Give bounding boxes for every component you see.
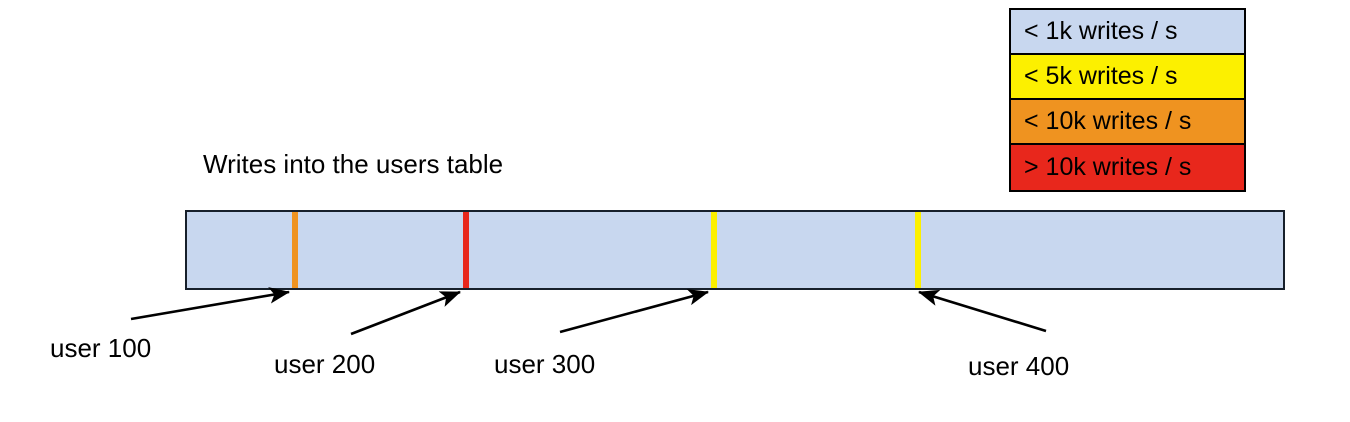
users-table-bar (185, 210, 1285, 290)
callout-label-user-200: user 200 (274, 349, 376, 379)
user-400-arrow (918, 289, 1047, 333)
user-200-stripe (463, 212, 469, 288)
legend-label-lt-5k: < 5k writes / s (1024, 62, 1178, 90)
callout-label-user-100: user 100 (50, 333, 152, 363)
user-100-arrow (130, 287, 291, 321)
chart-title: Writes into the users table (203, 149, 504, 179)
callout-label-user-400: user 400 (968, 351, 1070, 381)
user-400-stripe (915, 212, 921, 288)
user-100-stripe (292, 212, 298, 288)
legend: < 1k writes / s < 5k writes / s < 10k wr… (1009, 8, 1246, 192)
legend-row-lt-1k: < 1k writes / s (1011, 10, 1244, 55)
user-300-arrow (559, 289, 710, 334)
user-300-stripe (711, 212, 717, 288)
legend-row-lt-5k: < 5k writes / s (1011, 55, 1244, 100)
legend-row-lt-10k: < 10k writes / s (1011, 100, 1244, 145)
legend-row-gt-10k: > 10k writes / s (1011, 145, 1244, 190)
legend-label-lt-10k: < 10k writes / s (1024, 107, 1192, 135)
user-200-arrow (350, 290, 461, 336)
legend-label-lt-1k: < 1k writes / s (1024, 17, 1178, 45)
callout-label-user-300: user 300 (494, 349, 596, 379)
legend-label-gt-10k: > 10k writes / s (1024, 153, 1192, 181)
